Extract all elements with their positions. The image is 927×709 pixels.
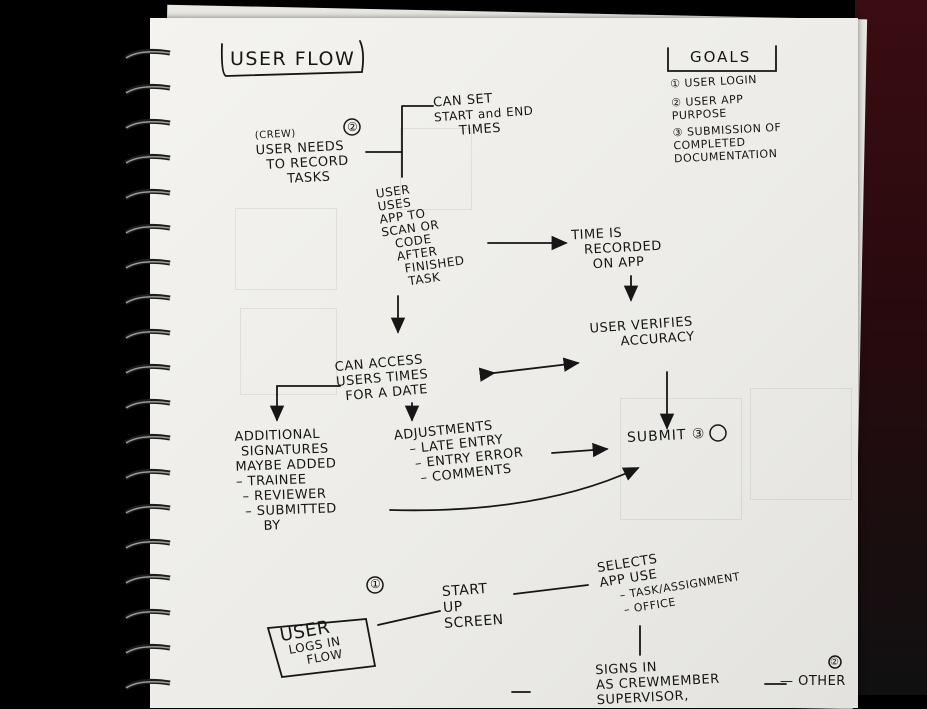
page-title: USER FLOW [230,48,355,70]
node-user-needs: (CREW) USER NEEDS TO RECORD TASKS [254,124,349,189]
connector-needs-bracket [366,106,433,177]
node-set-times: CAN SET START and END TIMES [433,89,535,141]
node-additional-signatures: ADDITIONAL SIGNATURES MAYBE ADDED – TRAI… [234,426,339,534]
number-badge: ① [370,577,381,592]
goals-heading: GOALS [690,50,751,65]
connector-access-signatures [277,386,340,420]
node-access-times: CAN ACCESS USERS TIMES FOR A DATE [334,352,430,405]
node-time-recorded: TIME IS RECORDED ON APP [571,224,663,274]
number-badge: ② [830,655,839,670]
node-signs-in: SIGNS IN AS CREWMEMBER SUPERVISOR, [595,657,721,708]
node-start-up-screen: START UP SCREEN [441,580,504,632]
node-other: — OTHER [780,674,846,689]
text-line: BY [263,516,338,534]
goals-list: ① USER LOGIN ② USER APP PURPOSE ③ SUBMIS… [670,69,844,166]
node-scan-code: USER USES APP TO SCAN OR CODE AFTER FINI… [375,177,467,291]
arrow-access-verifies [494,363,578,373]
goal-item: ② USER APP PURPOSE [671,90,792,122]
arrow-adjust-submit [552,449,607,453]
number-badge: ② [347,120,358,135]
